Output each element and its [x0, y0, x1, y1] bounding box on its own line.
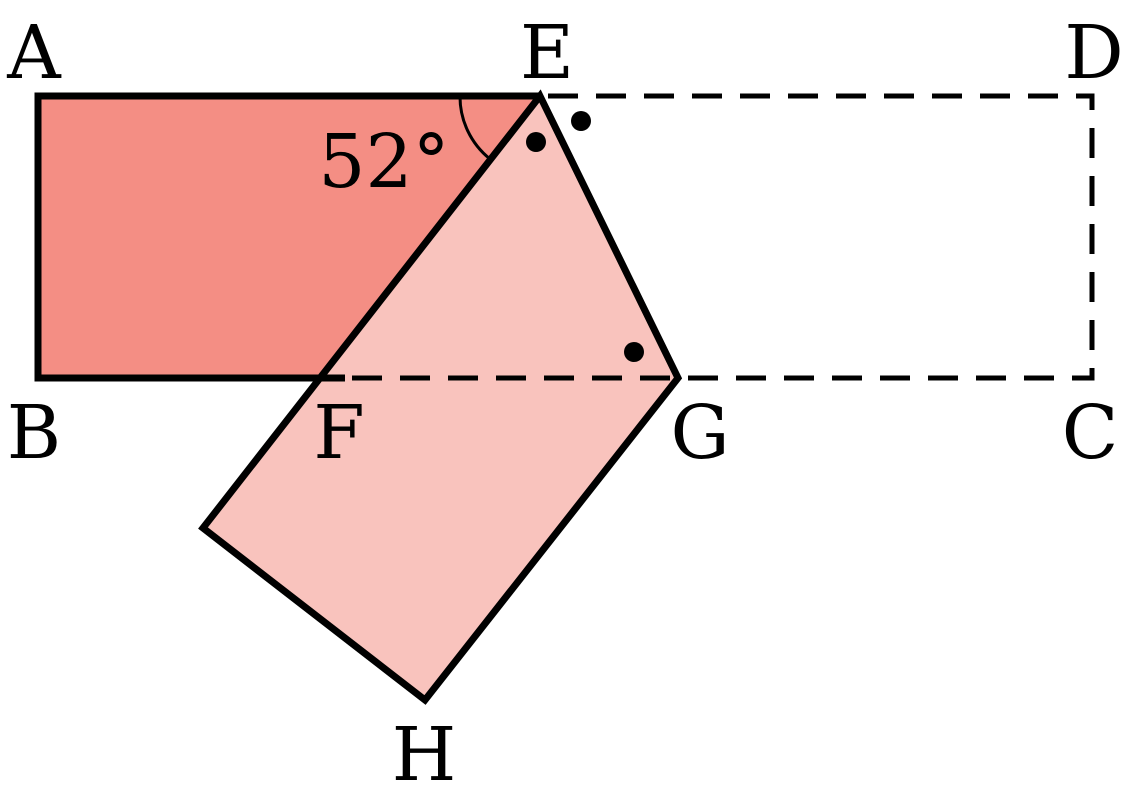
outline-folded-flap	[198, 89, 683, 705]
angle-label: 52°	[318, 119, 449, 205]
label-point-h: H	[392, 712, 457, 798]
label-point-c: C	[1062, 390, 1119, 476]
label-point-a: A	[6, 10, 62, 96]
label-point-b: B	[7, 390, 61, 476]
region-folded-flap-light	[203, 96, 678, 700]
angle-dot-e-outer	[571, 111, 591, 131]
angle-arc-52	[458, 95, 491, 161]
label-point-e: E	[520, 10, 574, 96]
outline-e-a-b-f	[34, 92, 540, 382]
label-point-g: G	[670, 390, 729, 476]
dashed-original-edge	[345, 93, 1095, 381]
label-point-d: D	[1064, 10, 1123, 96]
region-abfe-dark	[38, 96, 540, 378]
angle-dot-g	[624, 342, 644, 362]
label-point-f: F	[313, 390, 364, 476]
angle-dot-e-inner	[526, 132, 546, 152]
